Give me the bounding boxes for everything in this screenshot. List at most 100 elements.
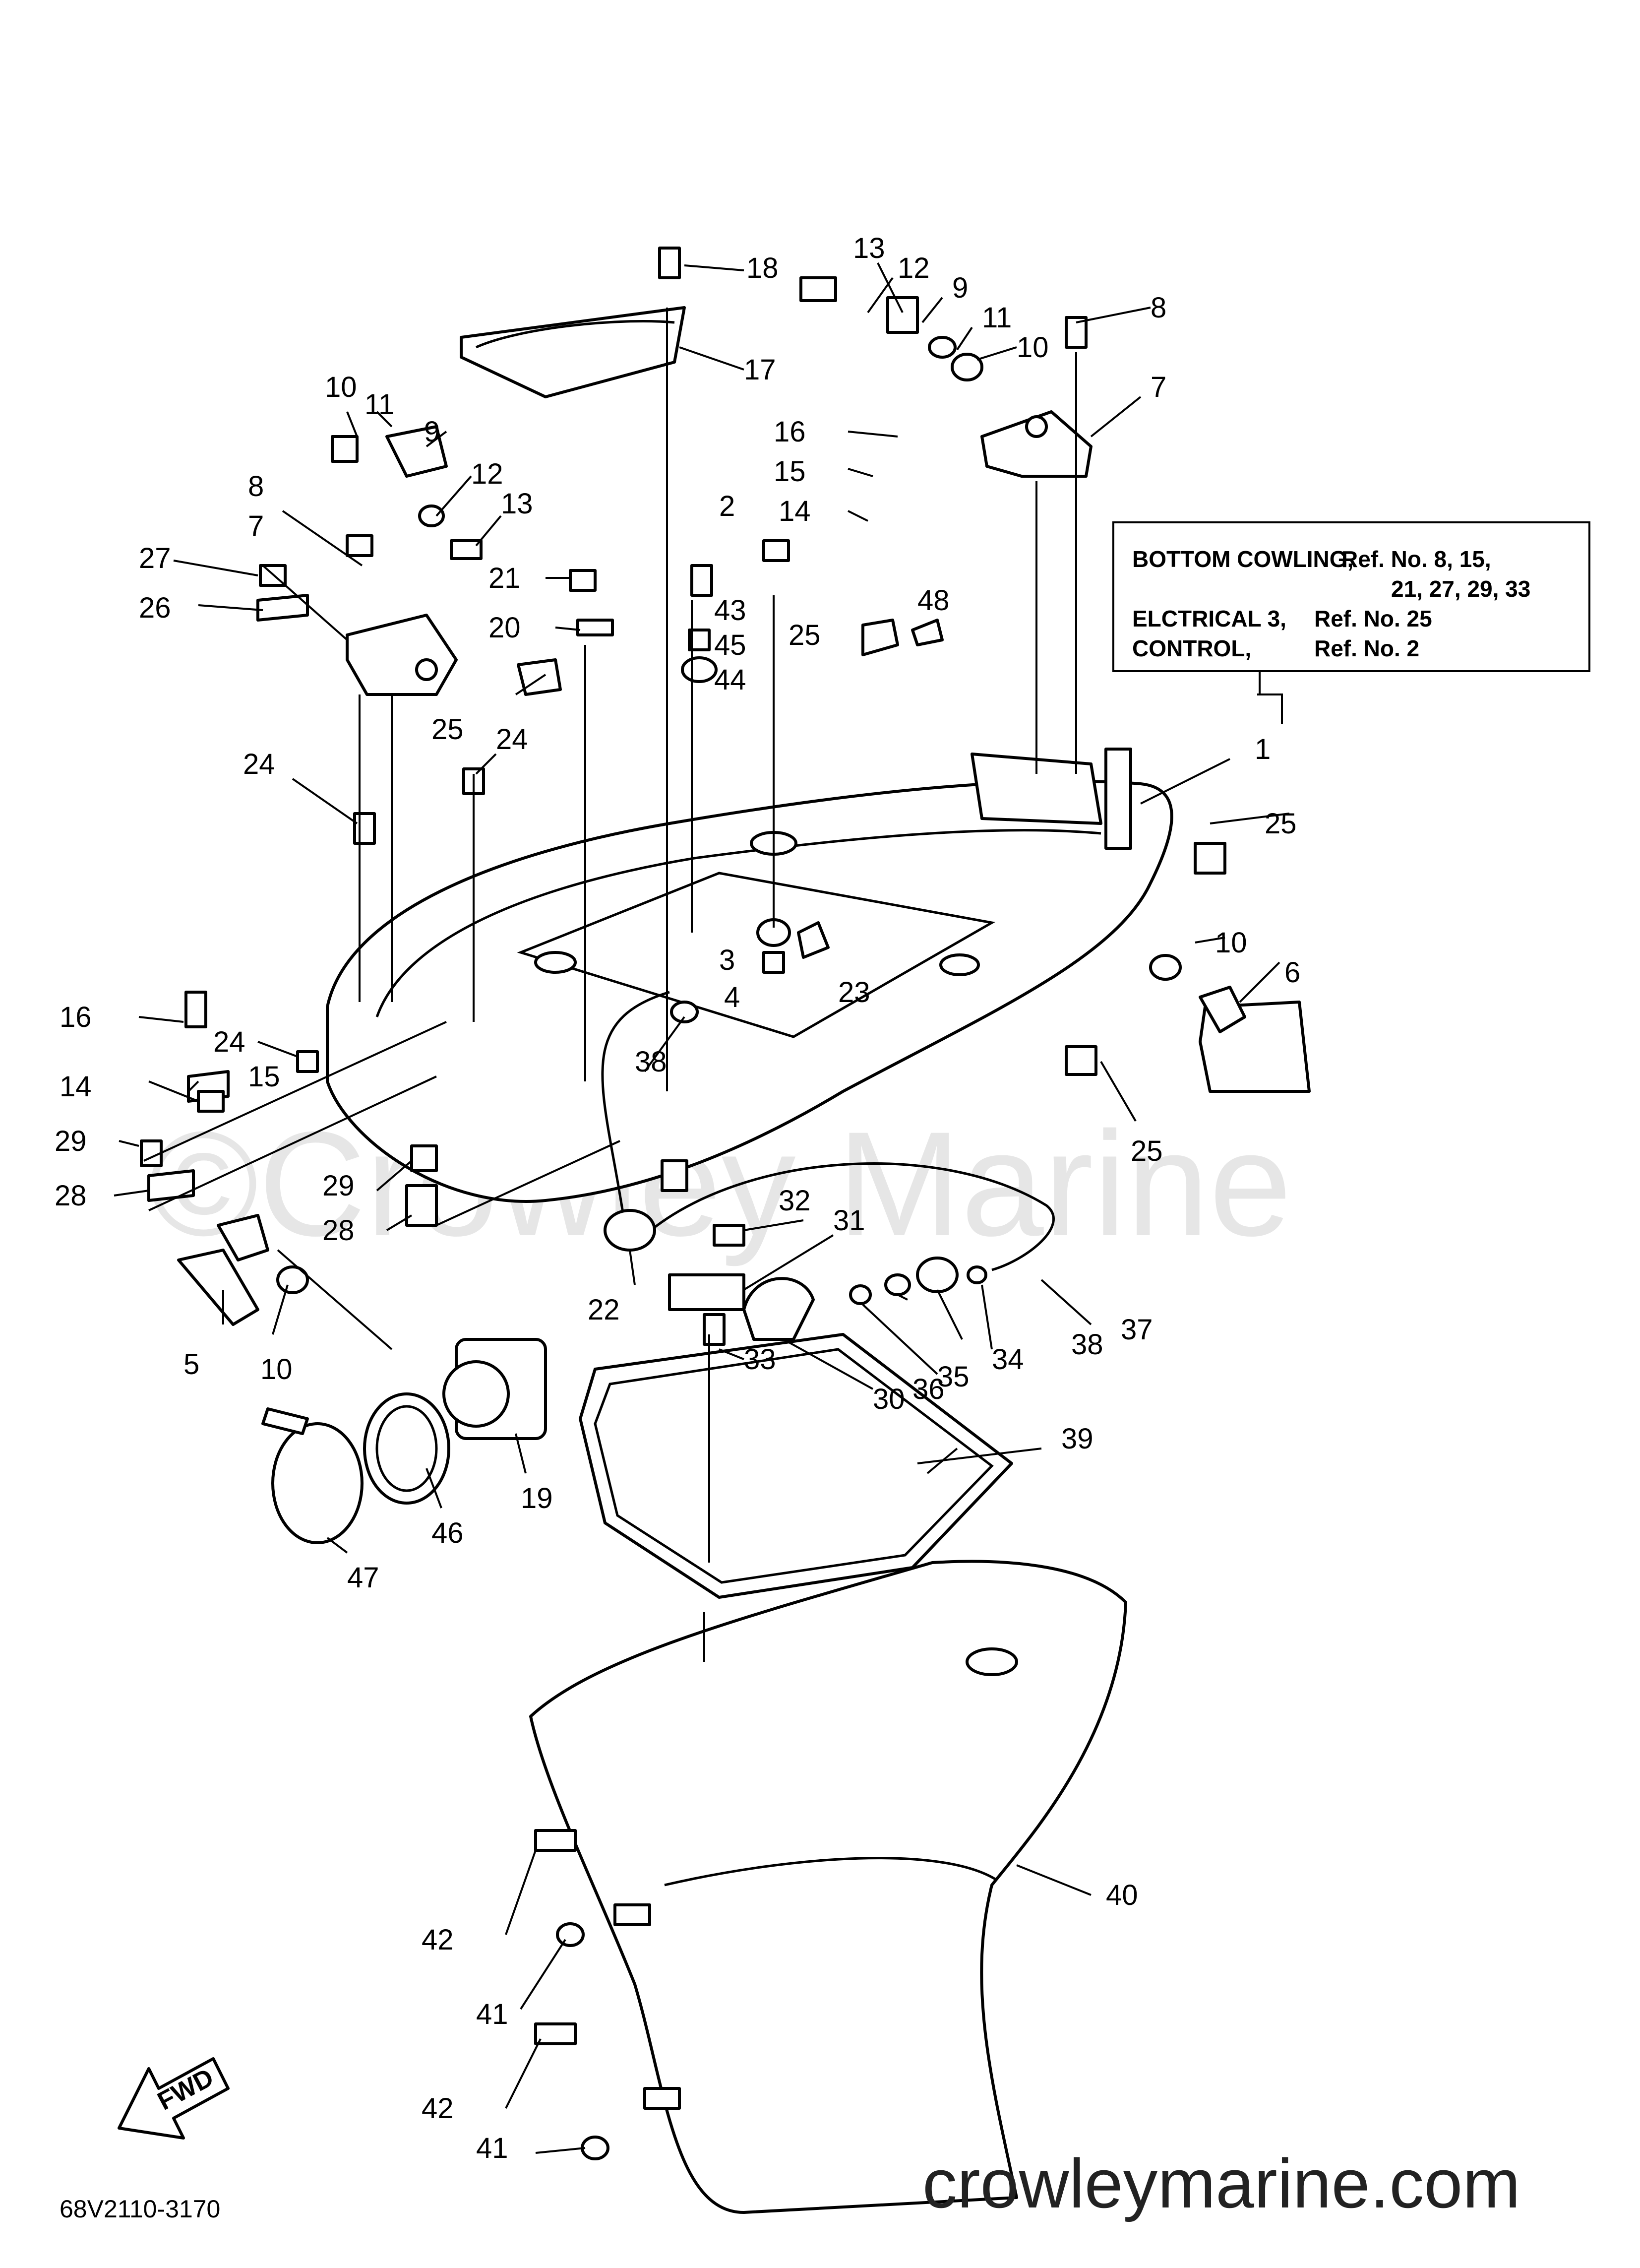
callout-19: 19: [521, 1482, 553, 1514]
callout-43: 43: [714, 594, 746, 627]
callout-17: 17: [744, 354, 776, 386]
callout-10-right: 10: [1215, 927, 1247, 959]
part-bracket-31: [668, 1273, 745, 1311]
part-grommet-22: [604, 1209, 656, 1252]
callout-32: 32: [779, 1185, 811, 1217]
callout-1: 1: [1255, 733, 1271, 765]
callout-41-upper: 41: [476, 1998, 508, 2030]
callout-38-upper: 38: [635, 1046, 667, 1078]
callout-12-right: 12: [898, 252, 930, 284]
callout-23: 23: [838, 976, 870, 1008]
callout-25-upper: 25: [789, 619, 821, 651]
callout-27: 27: [139, 542, 171, 574]
callout-48: 48: [917, 584, 950, 617]
callout-12-left: 12: [471, 458, 503, 490]
callout-20: 20: [488, 612, 521, 644]
callout-42-upper: 42: [422, 1924, 454, 1956]
reference-box: BOTTOM COWLING, Ref. No. 8, 15, 21, 27, …: [1112, 521, 1590, 724]
callout-25-right: 25: [1265, 808, 1297, 840]
callout-13-right: 13: [853, 232, 885, 264]
part-bracket-right-7: [980, 410, 1093, 478]
callout-9-right: 9: [952, 272, 968, 304]
part-grommet-19: [442, 1338, 547, 1440]
callout-39: 39: [1061, 1423, 1093, 1455]
callout-22: 22: [588, 1294, 620, 1326]
callout-28-left: 28: [55, 1180, 87, 1212]
callout-10-upper-right: 10: [1017, 331, 1049, 364]
part-lower-apron-40: [529, 1560, 1127, 2214]
part-hose-37: [601, 991, 1055, 1271]
callout-7-left: 7: [248, 510, 264, 542]
ref-line3-refs: Ref. No. 25: [1314, 606, 1432, 631]
callout-5: 5: [183, 1348, 199, 1381]
ref-line3-label: ELCTRICAL 3,: [1132, 606, 1286, 631]
callout-13-left: 13: [501, 488, 533, 520]
part-bracket-17: [460, 306, 686, 398]
ref-line4-refs: Ref. No. 2: [1314, 635, 1419, 661]
drawing-code: 68V2110-3170: [60, 2195, 220, 2223]
part-lever-6: [1199, 986, 1311, 1093]
callout-30: 30: [873, 1383, 905, 1415]
part-fitting-34-35-36: [849, 1257, 959, 1305]
ref-line1-refs: Ref. No. 8, 15,: [1341, 546, 1491, 572]
callout-46: 46: [431, 1517, 464, 1549]
callout-2: 2: [719, 490, 735, 522]
callout-10-upper-left: 10: [325, 371, 357, 403]
callout-9-left: 9: [424, 416, 440, 448]
callout-8-right: 8: [1151, 292, 1166, 324]
callout-16-upper: 16: [774, 416, 806, 448]
callout-38-lower: 38: [1071, 1328, 1103, 1361]
callout-24-upper-left: 24: [243, 748, 275, 780]
callout-28-mid: 28: [322, 1214, 355, 1247]
callout-11-right: 11: [982, 302, 1012, 334]
callout-8-left: 8: [248, 470, 264, 503]
callout-47: 47: [347, 1562, 379, 1594]
ref-line1-label: BOTTOM COWLING,: [1132, 546, 1353, 572]
part-clamp-47: [261, 1407, 364, 1544]
callout-21: 21: [488, 562, 521, 594]
callout-29-mid: 29: [322, 1170, 355, 1202]
callout-36: 36: [912, 1373, 945, 1405]
callout-24-mid: 24: [496, 723, 528, 756]
part-lever-5: [177, 1214, 269, 1326]
callout-labels: 1 2 3 4 5 6 7 7 8 8 9 9 10 10 10 10 11 1…: [55, 232, 1300, 2164]
callout-16-lower: 16: [60, 1001, 92, 1033]
part-bracket-left-7: [346, 614, 458, 696]
part-seal-39: [579, 1333, 1013, 1599]
callout-33: 33: [744, 1343, 776, 1376]
part-bottom-cowling-1: [326, 748, 1173, 1203]
callout-4: 4: [724, 981, 740, 1013]
callout-42-lower: 42: [422, 2092, 454, 2125]
callout-3: 3: [719, 944, 735, 976]
callout-41-lower: 41: [476, 2132, 508, 2164]
callout-18: 18: [746, 252, 779, 284]
callout-26: 26: [139, 592, 171, 624]
callout-15-upper: 15: [774, 455, 806, 488]
callout-25-lower-right: 25: [1131, 1135, 1163, 1167]
callout-15-lower: 15: [248, 1061, 280, 1093]
callout-45: 45: [714, 629, 746, 661]
callout-leaders: [114, 262, 1290, 2154]
callout-34: 34: [992, 1343, 1024, 1376]
callout-25-left: 25: [431, 713, 464, 746]
callout-6: 6: [1284, 956, 1300, 989]
callout-44: 44: [714, 664, 746, 696]
ref-line2-refs: 21, 27, 29, 33: [1391, 576, 1530, 602]
callout-10-lower-left: 10: [260, 1353, 293, 1386]
callout-29-left: 29: [55, 1125, 87, 1157]
callout-14-lower: 14: [60, 1071, 92, 1103]
callout-14-upper: 14: [779, 495, 811, 527]
part-elbow-30: [742, 1277, 815, 1341]
callout-24-lower: 24: [213, 1026, 245, 1058]
fwd-arrow-badge: FWD: [118, 2057, 230, 2140]
part-ring-46: [363, 1392, 450, 1505]
callout-40: 40: [1106, 1879, 1138, 1911]
callout-35: 35: [937, 1361, 970, 1393]
callout-37: 37: [1121, 1314, 1153, 1346]
website-footer: crowleymarine.com: [922, 2144, 1520, 2222]
callout-31: 31: [833, 1204, 865, 1237]
callout-11-left: 11: [364, 388, 394, 421]
assembly-guide-lines: [143, 308, 1077, 1662]
